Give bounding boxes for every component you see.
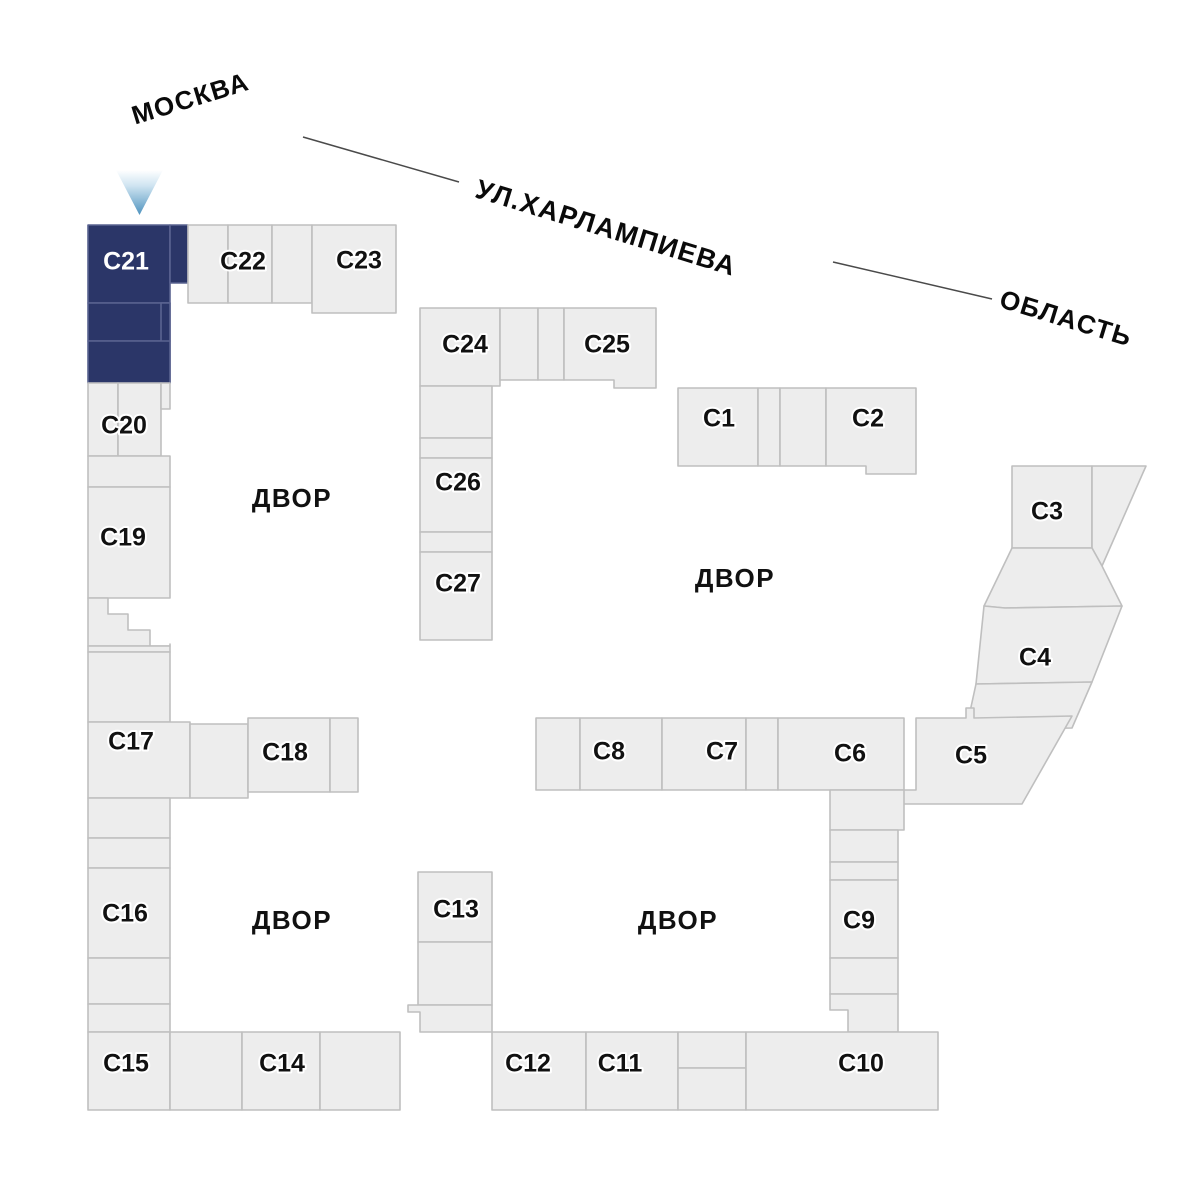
block-label-C16[interactable]: C16: [100, 898, 150, 930]
block-label-C21[interactable]: C21: [102, 246, 151, 277]
courtyard-label: ДВОР: [695, 563, 775, 593]
block-C24[interactable]: [419, 307, 539, 439]
block-label-C12[interactable]: C12: [503, 1048, 553, 1080]
block-C1[interactable]: [677, 387, 781, 467]
block-C4[interactable]: [965, 547, 1123, 731]
block-C19[interactable]: [87, 486, 171, 653]
courtyard-label: ДВОР: [252, 905, 332, 935]
block-C14[interactable]: [241, 1031, 401, 1111]
leader-line-left: [302, 136, 460, 183]
block-label-C14[interactable]: C14: [257, 1048, 307, 1080]
block-label-C3[interactable]: C3: [1029, 496, 1065, 528]
block-C25[interactable]: [537, 307, 657, 389]
block-label-C19[interactable]: C19: [98, 522, 148, 554]
leader-line-right: [832, 261, 993, 300]
block-C13[interactable]: [407, 871, 493, 1033]
courtyard-label: ДВОР: [252, 483, 332, 513]
block-label-C7[interactable]: C7: [704, 736, 740, 768]
courtyard-label: ДВОР: [638, 905, 718, 935]
block-C22[interactable]: [187, 224, 313, 304]
block-C20[interactable]: [87, 382, 171, 488]
block-label-C8[interactable]: C8: [591, 736, 627, 768]
block-label-C10[interactable]: C10: [836, 1048, 886, 1080]
street-label: УЛ.ХАРЛАМПИЕВА: [472, 174, 740, 282]
block-label-C2[interactable]: C2: [850, 403, 886, 435]
block-C9[interactable]: [829, 861, 899, 1033]
direction-label-oblast: ОБЛАСТЬ: [996, 284, 1136, 353]
block-C21[interactable]: [87, 224, 189, 384]
block-label-C25[interactable]: C25: [582, 329, 632, 361]
selected-block-marker[interactable]: [116, 170, 163, 215]
block-label-C27[interactable]: C27: [433, 568, 483, 600]
block-label-C11[interactable]: C11: [596, 1048, 645, 1080]
block-C26[interactable]: [419, 437, 493, 533]
block-C17[interactable]: [87, 651, 249, 869]
block-C2[interactable]: [779, 387, 917, 475]
block-label-C17[interactable]: C17: [106, 726, 156, 758]
block-C16[interactable]: [87, 867, 171, 1033]
block-C8[interactable]: [535, 717, 663, 791]
block-label-C1[interactable]: C1: [701, 403, 737, 435]
block-label-C13[interactable]: C13: [431, 894, 481, 926]
block-C27[interactable]: [419, 531, 493, 641]
block-C7[interactable]: [661, 717, 779, 791]
block-label-C23[interactable]: C23: [334, 245, 384, 277]
block-label-C24[interactable]: C24: [440, 329, 490, 361]
block-C5[interactable]: [901, 707, 1073, 805]
block-label-C20[interactable]: C20: [99, 410, 149, 442]
block-C3[interactable]: [1011, 465, 1147, 567]
block-label-C15[interactable]: C15: [101, 1048, 151, 1080]
block-label-C5[interactable]: C5: [953, 740, 989, 772]
block-C23[interactable]: [311, 224, 397, 314]
block-label-C18[interactable]: C18: [260, 737, 310, 769]
direction-label-moscow: МОСКВА: [128, 66, 253, 130]
block-label-C26[interactable]: C26: [433, 467, 483, 499]
block-label-C9[interactable]: C9: [841, 905, 877, 937]
block-C11[interactable]: [585, 1031, 747, 1111]
block-C18[interactable]: [247, 717, 359, 793]
block-label-C22[interactable]: C22: [218, 246, 268, 278]
block-C10[interactable]: [745, 1031, 939, 1111]
block-label-C6[interactable]: C6: [832, 738, 868, 770]
block-label-C4[interactable]: C4: [1017, 642, 1053, 674]
